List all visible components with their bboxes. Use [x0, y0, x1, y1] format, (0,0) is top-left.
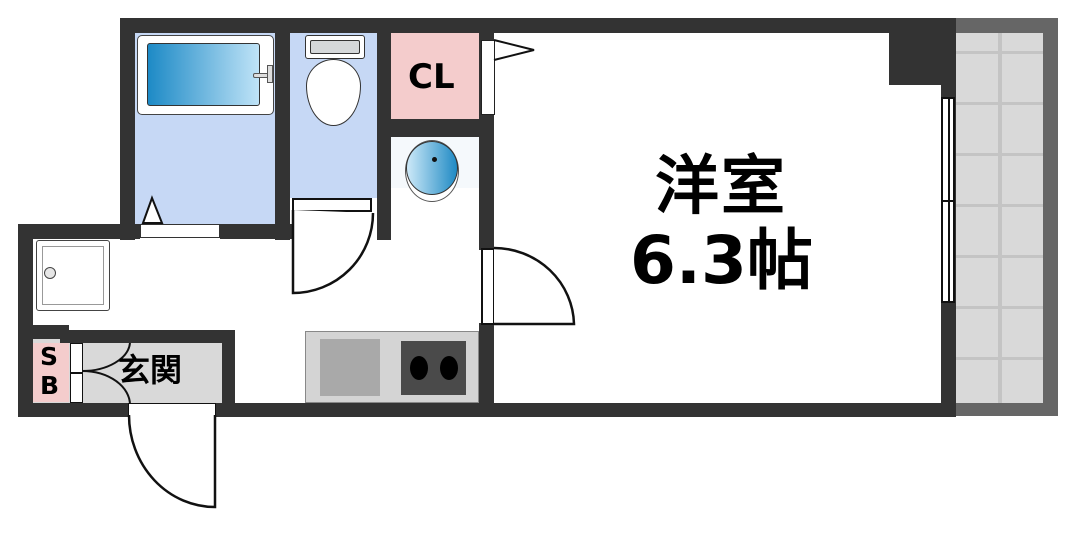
- pillar-top-right: [889, 18, 956, 85]
- shoe-box-door-swing-icon: [81, 342, 131, 406]
- closet-door: [481, 40, 495, 115]
- wall-closet-bottom: [377, 119, 493, 137]
- burner-left-icon: [410, 356, 428, 380]
- shoe-box-label-b: B: [40, 371, 60, 400]
- toilet-door-frame: [292, 198, 372, 212]
- wall-upper-left-horizontal: [18, 224, 140, 239]
- shoe-box: [33, 343, 69, 402]
- toilet-door-swing-icon: [291, 210, 375, 295]
- room-size: 6.3帖: [630, 222, 813, 299]
- kitchen-sink: [320, 339, 380, 396]
- wall-room-left-lower: [479, 323, 494, 417]
- sliding-window-mid: [941, 200, 955, 202]
- faucet-base-icon: [267, 65, 273, 83]
- bathtub-water: [147, 43, 260, 106]
- wall-left: [18, 224, 33, 417]
- wall-entrance-top: [18, 325, 69, 339]
- wall-bottom: [18, 403, 956, 417]
- entrance-door-swing-icon: [127, 414, 217, 509]
- shoe-box-label-s: S: [40, 342, 59, 371]
- wall-bath-toilet-divider: [275, 18, 290, 240]
- drain-icon: [432, 157, 437, 162]
- balcony-floor: [956, 33, 1043, 403]
- closet-label: CL: [408, 57, 455, 97]
- closet-door-marker-icon: [493, 39, 535, 61]
- room-name: 洋室: [655, 150, 787, 224]
- wall-entrance-top2: [60, 330, 235, 343]
- closet: [391, 33, 481, 119]
- burner-right-icon: [440, 356, 458, 380]
- wall-top: [120, 18, 956, 33]
- shoe-box-door-upper: [70, 343, 83, 373]
- toilet-tank-lid: [310, 40, 360, 54]
- bath-door-sill: [140, 224, 220, 238]
- wall-bath-bottom-right: [220, 224, 292, 239]
- wall-entrance-right: [222, 330, 235, 417]
- shoe-box-door-lower: [70, 373, 83, 403]
- entrance-label: 玄関: [118, 351, 183, 389]
- laundry-drain-icon: [44, 267, 56, 279]
- room-door-swing-icon: [493, 246, 576, 326]
- washbasin-bowl: [406, 141, 458, 195]
- wall-bath-left: [120, 18, 135, 240]
- laundry-pan-inner: [42, 246, 104, 305]
- bath-door-marker-icon: [141, 195, 164, 224]
- toilet-bowl: [306, 59, 361, 126]
